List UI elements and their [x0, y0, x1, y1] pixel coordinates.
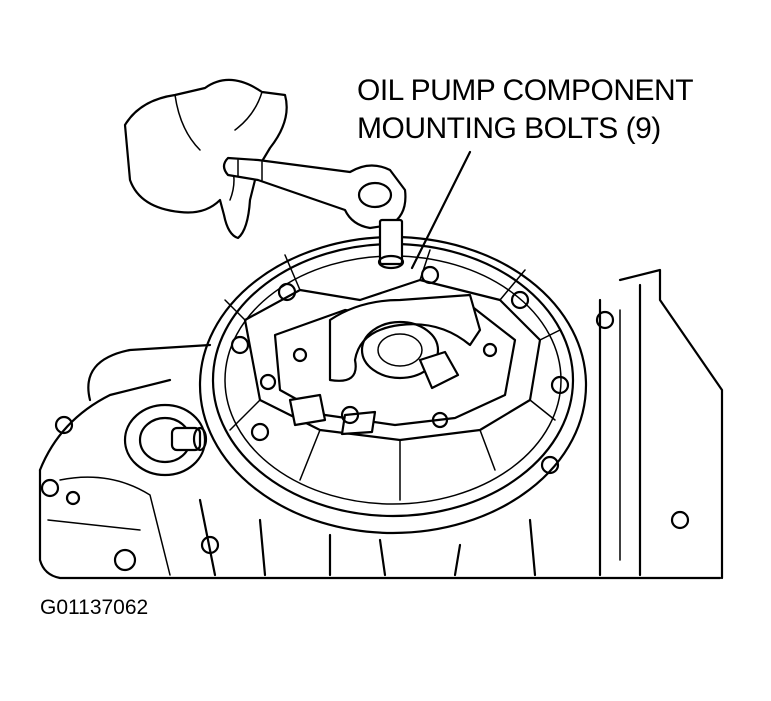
callout-label: OIL PUMP COMPONENT MOUNTING BOLTS (9)	[357, 72, 694, 148]
callout-line-1: OIL PUMP COMPONENT	[357, 74, 694, 107]
ratchet-wrench	[222, 156, 407, 270]
figure-id: G01137062	[40, 596, 149, 619]
callout-line-2: MOUNTING BOLTS (9)	[357, 112, 661, 145]
transmission-case	[38, 268, 724, 580]
case-boss	[123, 403, 208, 477]
oil-pump-plate	[198, 235, 588, 535]
callout-leader-line	[410, 150, 472, 270]
hand	[123, 78, 288, 240]
